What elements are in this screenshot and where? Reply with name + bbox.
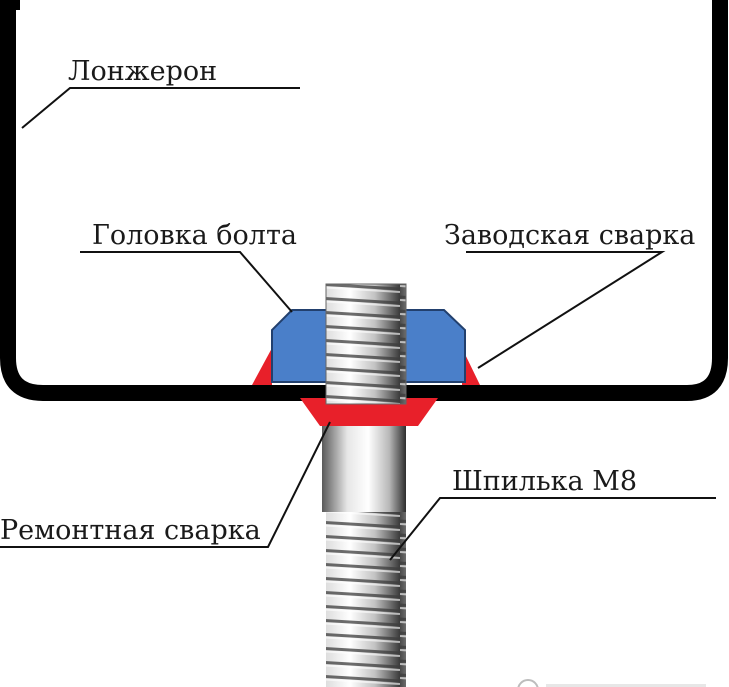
stud-shank	[322, 426, 406, 512]
copyright-icon	[517, 679, 706, 687]
leader-stud	[389, 497, 716, 561]
label-factory-weld: Заводская сварка	[444, 220, 695, 251]
repair-weld	[300, 398, 438, 426]
leader-spar	[21, 87, 300, 129]
factory-weld-right	[462, 348, 480, 385]
stud-thread-upper	[326, 284, 406, 404]
factory-weld-left	[252, 348, 272, 385]
label-repair-weld: Ремонтная сварка	[0, 515, 261, 546]
stud-thread-lower	[326, 512, 406, 687]
leader-factory-weld	[466, 251, 666, 369]
leader-bolt-head	[80, 251, 293, 313]
stud-thread-upper-outline	[325, 283, 407, 405]
label-bolt-head: Головка болта	[92, 220, 297, 251]
label-spar: Лонжерон	[68, 56, 217, 87]
leader-repair-weld	[0, 421, 331, 548]
label-stud: Шпилька М8	[452, 466, 637, 497]
